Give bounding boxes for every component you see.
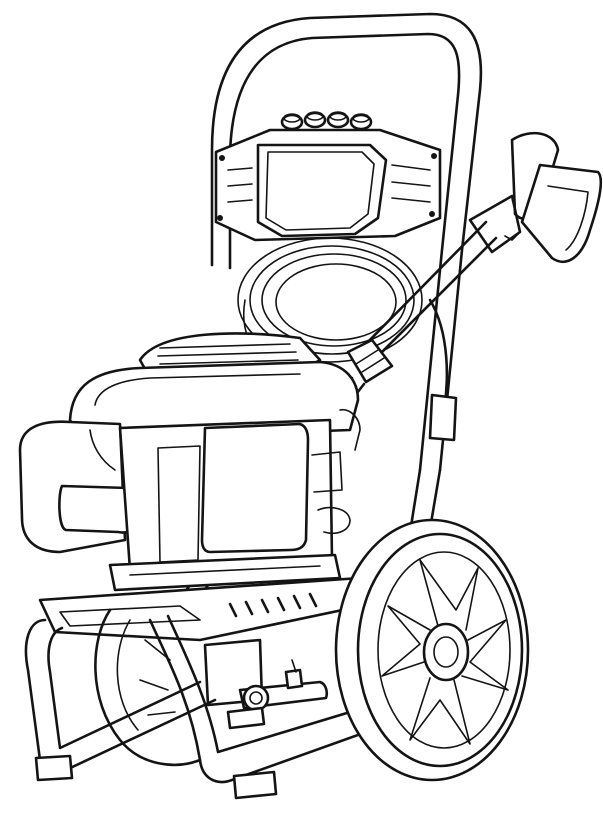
pump <box>203 638 329 730</box>
nozzle-tips <box>280 111 373 131</box>
right-wheel <box>334 518 530 782</box>
hose <box>428 298 458 442</box>
nozzle-tip <box>303 111 327 129</box>
control-panel <box>214 128 442 242</box>
wheel-spokes <box>381 559 509 745</box>
left-wheel <box>94 608 202 767</box>
engine <box>18 332 361 592</box>
nozzle-tip <box>280 113 304 131</box>
nozzle-tip <box>349 113 373 131</box>
lower-frame <box>24 614 402 800</box>
nozzle-tip <box>326 111 350 129</box>
spray-gun <box>468 131 603 264</box>
